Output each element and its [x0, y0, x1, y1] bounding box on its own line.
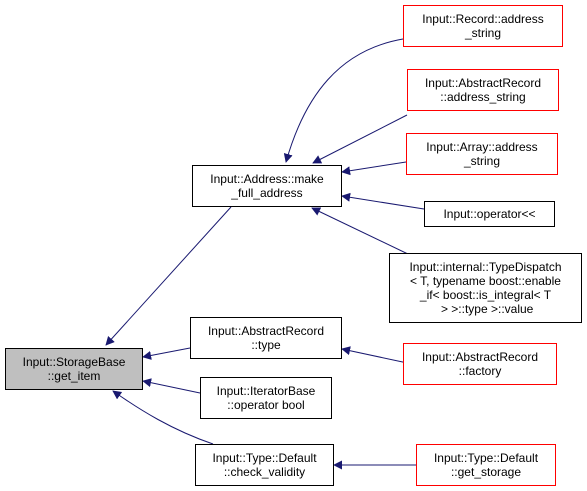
- node-storage-base-get-item: Input::StorageBase ::get_item: [5, 348, 143, 390]
- edge-operator-bool-to-get-item: [142, 378, 201, 394]
- node-address-make-full-address[interactable]: Input::Address::make _full_address: [192, 165, 342, 207]
- node-array-address-string[interactable]: Input::Array::address _string: [406, 133, 558, 175]
- node-record-address-string[interactable]: Input::Record::address _string: [403, 5, 563, 47]
- edge-array-address-string-to-make-full-address: [341, 161, 407, 176]
- edge-abstract-record-factory-to-abstract-record-type: [341, 346, 413, 365]
- node-type-default-check-validity[interactable]: Input::Type::Default ::check_validity: [195, 444, 334, 486]
- edge-make-full-address-to-get-item: [105, 206, 232, 346]
- node-operator-stream[interactable]: Input::operator<<: [424, 201, 555, 227]
- node-abstract-record-factory[interactable]: Input::AbstractRecord ::factory: [403, 343, 557, 385]
- edge-abstract-record-type-to-get-item: [142, 347, 191, 360]
- node-type-default-get-storage[interactable]: Input::Type::Default ::get_storage: [416, 444, 556, 486]
- edge-check-validity-to-get-item: [112, 390, 214, 445]
- node-abstract-record-address-string[interactable]: Input::AbstractRecord ::address_string: [407, 69, 559, 111]
- node-iterator-base-operator-bool[interactable]: Input::IteratorBase ::operator bool: [200, 377, 332, 419]
- edge-abstract-record-address-string-to-make-full-address: [312, 114, 408, 164]
- edge-operator-stream-to-make-full-address: [341, 192, 425, 210]
- node-abstract-record-type[interactable]: Input::AbstractRecord ::type: [190, 317, 342, 359]
- edge-type-dispatch-to-make-full-address: [311, 207, 411, 256]
- node-type-dispatch-value[interactable]: Input::internal::TypeDispatch < T, typen…: [389, 253, 582, 323]
- edge-record-address-string-to-make-full-address: [283, 38, 404, 163]
